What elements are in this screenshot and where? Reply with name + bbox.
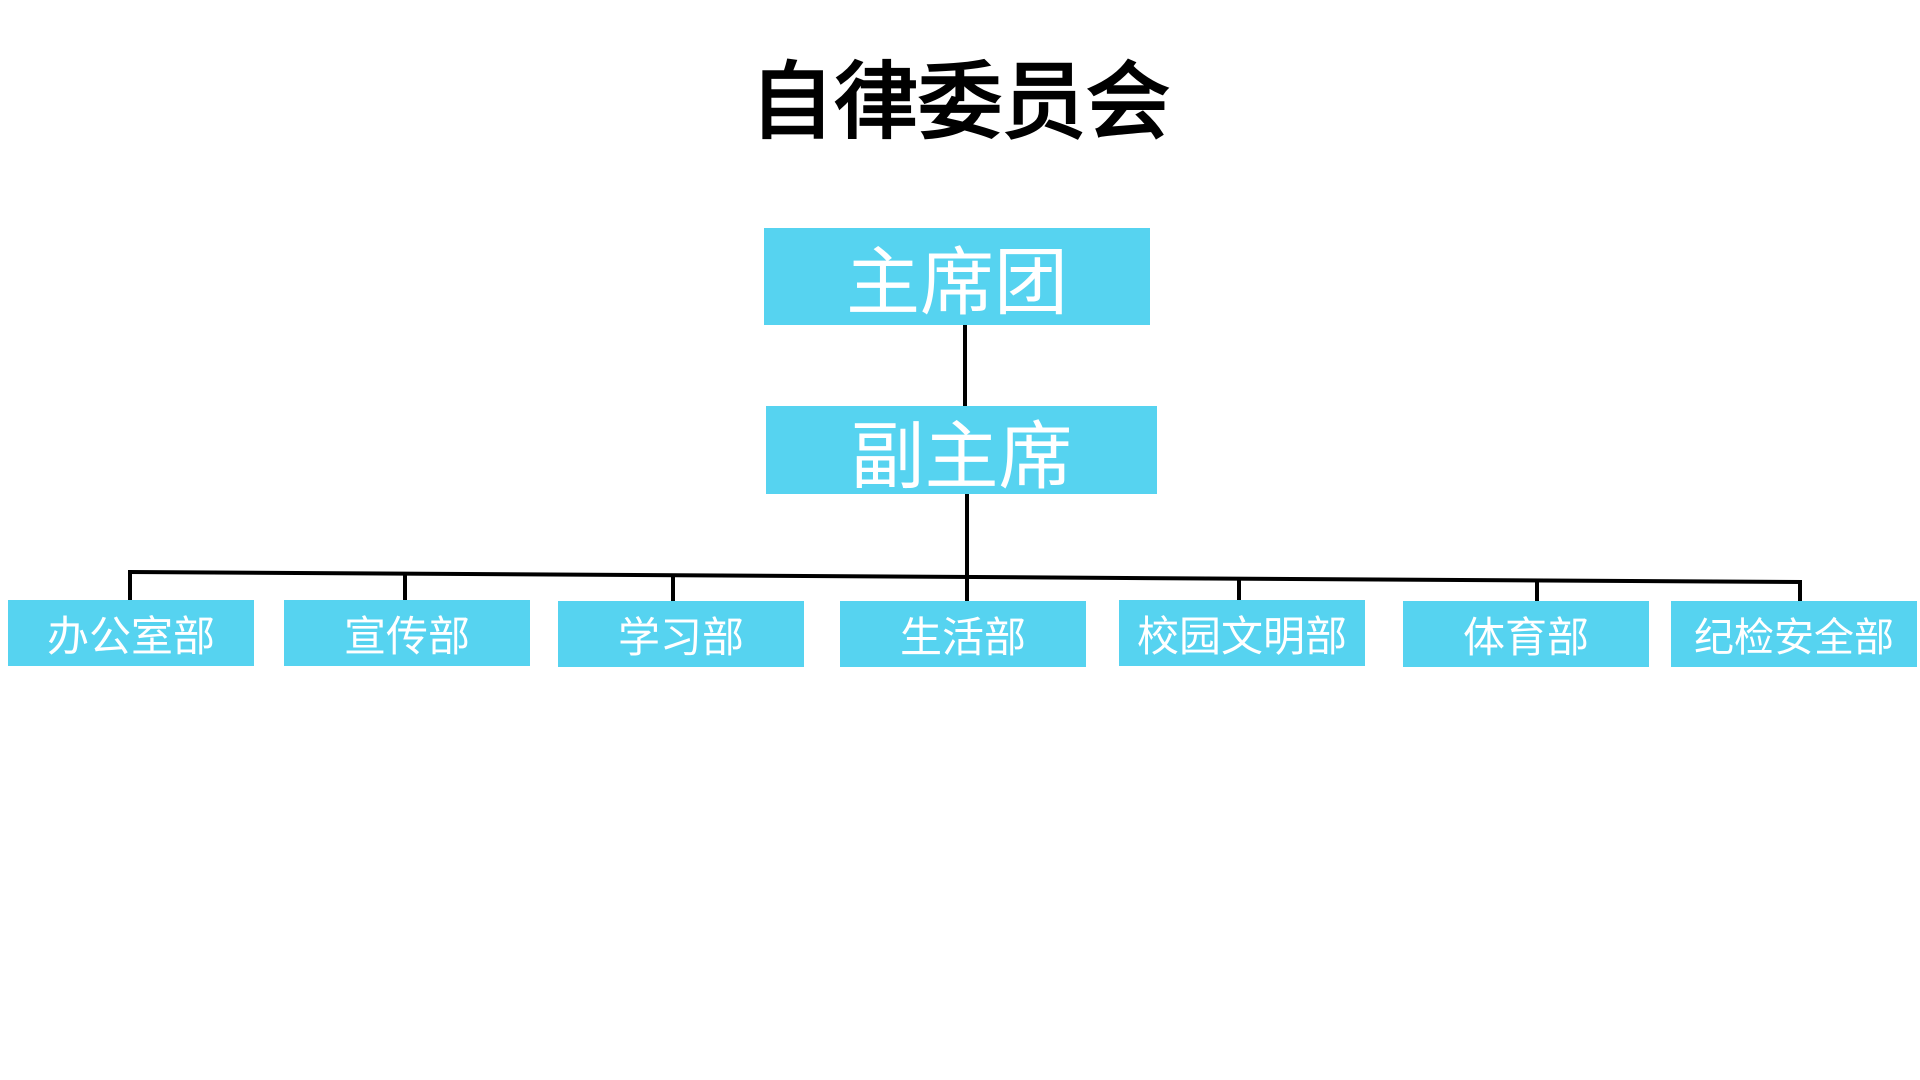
node-dept-study: 学习部 xyxy=(558,601,804,667)
node-presidium: 主席团 xyxy=(764,228,1150,326)
node-dept-label: 纪检安全部 xyxy=(1694,615,1894,661)
node-dept-label: 校园文明部 xyxy=(1136,611,1347,661)
node-dept-publicity: 宣传部 xyxy=(284,600,530,666)
node-dept-discipline-safety: 纪检安全部 xyxy=(1671,601,1917,667)
node-dept-label: 体育部 xyxy=(1462,612,1589,662)
node-dept-campus-civility: 校园文明部 xyxy=(1119,600,1365,666)
node-dept-label: 学习部 xyxy=(617,612,744,662)
diagram-title: 自律委员会 xyxy=(749,53,1170,151)
node-dept-sports: 体育部 xyxy=(1403,601,1649,667)
node-dept-office: 办公室部 xyxy=(8,600,254,666)
node-dept-life: 生活部 xyxy=(840,601,1086,667)
node-presidium-label: 主席团 xyxy=(846,240,1068,326)
node-vice-chairman-label: 副主席 xyxy=(850,413,1073,500)
node-dept-label: 宣传部 xyxy=(343,611,470,661)
node-dept-label: 生活部 xyxy=(899,612,1026,662)
node-dept-label: 办公室部 xyxy=(46,611,215,661)
node-vice-chairman: 副主席 xyxy=(766,406,1157,500)
